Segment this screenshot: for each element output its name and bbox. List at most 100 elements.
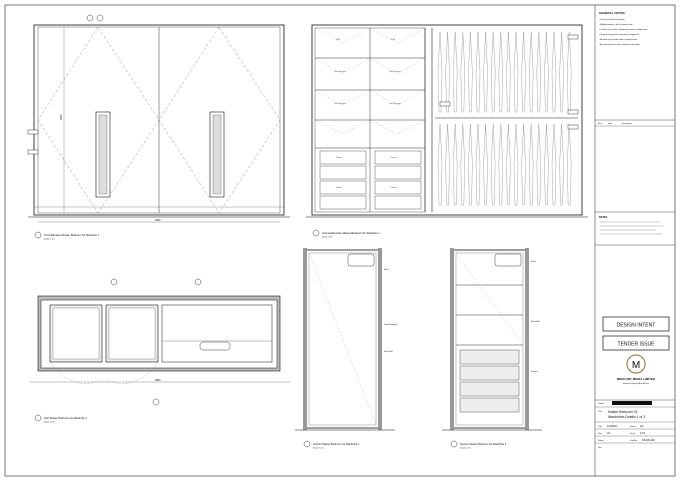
- garment-outline: [453, 123, 458, 206]
- general-note-line: • Any discrepancies to be reported to de…: [599, 43, 641, 46]
- elevation-2: Shelf Shelf Open Hanging Open Hanging Op…: [306, 24, 588, 239]
- plan-dim: 2800: [155, 379, 161, 382]
- elev1-scale: Scale 1:10: [44, 239, 55, 241]
- section-1: Shelf Open Hanging Shoe Rail Section Mas…: [295, 248, 397, 450]
- garment-outline: [468, 123, 473, 206]
- garment-outline: [468, 31, 473, 113]
- hanging-label-4: Open Hanging: [389, 103, 401, 105]
- drawer-label-2: Drawer: [391, 157, 397, 159]
- date-label: Date: [598, 425, 603, 428]
- garment-outline: [521, 123, 526, 206]
- garment-outline: [483, 31, 488, 113]
- project-label: Project: [598, 402, 605, 405]
- garment-outline: [453, 31, 458, 113]
- elev1-title: Front Elevation Master Bedroom 01 Wardro…: [44, 233, 100, 237]
- garment-outline: [491, 123, 496, 206]
- garment-outline: [536, 123, 541, 206]
- sect1-note-3: Shoe Rail: [384, 351, 393, 353]
- sect1-note-1: Shelf: [384, 269, 389, 271]
- sect2-scale: Scale 1:10: [460, 448, 471, 450]
- general-note-line: • Shop drawings to be submitted for appr…: [599, 33, 640, 36]
- garment-outline: [483, 123, 488, 206]
- rev-desc-col: Description: [622, 122, 632, 125]
- date-value: 11/09/20: [607, 424, 617, 428]
- garment-outline: [544, 123, 549, 206]
- scale-value: 1:10: [640, 431, 646, 435]
- garment-outline: [506, 31, 511, 113]
- dim-width: 2800: [155, 219, 161, 222]
- tender-issue-stamp: TENDER ISSUE: [618, 342, 656, 348]
- sect1-note-2: Open Hanging: [384, 324, 397, 326]
- garment-outline: [498, 31, 503, 113]
- general-note-line: • Contractor to verify all dimensions pr…: [599, 28, 648, 31]
- garment-outline: [445, 31, 450, 113]
- title-line-1: Master Bedroom 01: [608, 410, 638, 414]
- company-logo-mark: M: [632, 360, 640, 371]
- garment-outline: [445, 123, 450, 206]
- garment-outline: [567, 123, 572, 206]
- garment-outline: [551, 31, 557, 113]
- garment-outline: [506, 123, 511, 206]
- garment-outline: [536, 31, 541, 113]
- garment-outline: [513, 31, 519, 113]
- drawn-value: LR: [640, 424, 643, 428]
- sect1-title: Section Master Bedroom 01 Wardrobe 1: [313, 442, 360, 446]
- plan-view: 2800 Plan Master Bedroom 01 Wardrobe 1 S…: [30, 278, 290, 424]
- sect2-note-3: Drawer: [531, 371, 538, 373]
- status-label: Status: [598, 439, 604, 442]
- design-intent-stamp: DESIGN INTENT: [617, 323, 656, 329]
- garment-outline: [498, 123, 503, 206]
- plan-scale: Scale 1:10: [44, 422, 55, 424]
- sect2-title: Section Master Bedroom 01 Wardrobe 1: [460, 442, 507, 446]
- hanging-label-3: Open Hanging: [334, 103, 346, 105]
- sect2-note-2: Bag Shelf: [531, 321, 540, 323]
- notes2-title: NOTES: [599, 216, 608, 219]
- drawer-label-3: Drawer: [336, 187, 342, 189]
- company-name: MERCURY MEDIA LIMITED: [617, 377, 656, 381]
- garment-outline: [551, 123, 557, 206]
- elev2-title: Internal Elevation Master Bedroom 01 War…: [322, 231, 380, 235]
- rev-date-col: Date: [608, 122, 613, 125]
- general-note-line: • All joinery to be fabricated to specif…: [599, 38, 638, 41]
- general-notes-title: GENERAL NOTES: [599, 11, 625, 15]
- garment-outline: [460, 31, 465, 113]
- sheet-border: [4, 4, 676, 477]
- garment-outline: [437, 123, 443, 206]
- elev2-scale: Scale 1:10: [322, 237, 333, 239]
- general-note-line: • All dimensions to be checked on site.: [599, 23, 633, 26]
- project-name: Residential Villa: [614, 402, 629, 405]
- title-block: GENERAL NOTES • Do not scale from drawin…: [595, 11, 675, 449]
- drawer-label-4: Drawer: [391, 187, 397, 189]
- garment-outline: [437, 31, 443, 113]
- hanging-label-1: Open Hanging: [334, 71, 346, 73]
- plan-title: Plan Master Bedroom 01 Wardrobe 1: [44, 416, 87, 420]
- dwg-label: Dwg No: [630, 440, 638, 442]
- rev-col: Rev: [598, 123, 602, 125]
- garment-outline: [529, 31, 534, 113]
- company-logo: [626, 354, 646, 374]
- dwg-number: DN-06-429: [642, 438, 655, 442]
- garment-outline: [521, 31, 526, 113]
- sect2-note-1: Shelf: [531, 261, 536, 263]
- shelf-label-2: Shelf: [391, 39, 396, 41]
- sect1-scale: Scale 1:10: [313, 448, 324, 450]
- garment-outline: [513, 123, 519, 206]
- garment-outline: [559, 31, 564, 113]
- title-line-2: Wardrobes Details 1 of 3: [608, 415, 645, 419]
- garment-outline: [475, 123, 481, 206]
- size-value: A3: [607, 431, 611, 435]
- drawn-label: Drawn: [630, 426, 636, 428]
- dim-height: 2400: [60, 114, 63, 120]
- elevation-1: 2400 2800 Front Elevation Master Bedroom…: [27, 14, 290, 241]
- size-label: Size: [598, 433, 603, 435]
- garment-outline: [491, 31, 496, 113]
- section-2: Shelf Bag Shelf Drawer Section Master Be…: [442, 248, 542, 450]
- scale-label: Scale: [630, 433, 636, 435]
- garment-outline: [544, 31, 549, 113]
- garment-outline: [460, 123, 465, 206]
- garment-outline: [559, 123, 564, 206]
- drawer-label-1: Drawer: [336, 157, 342, 159]
- shelf-label-1: Shelf: [336, 39, 341, 41]
